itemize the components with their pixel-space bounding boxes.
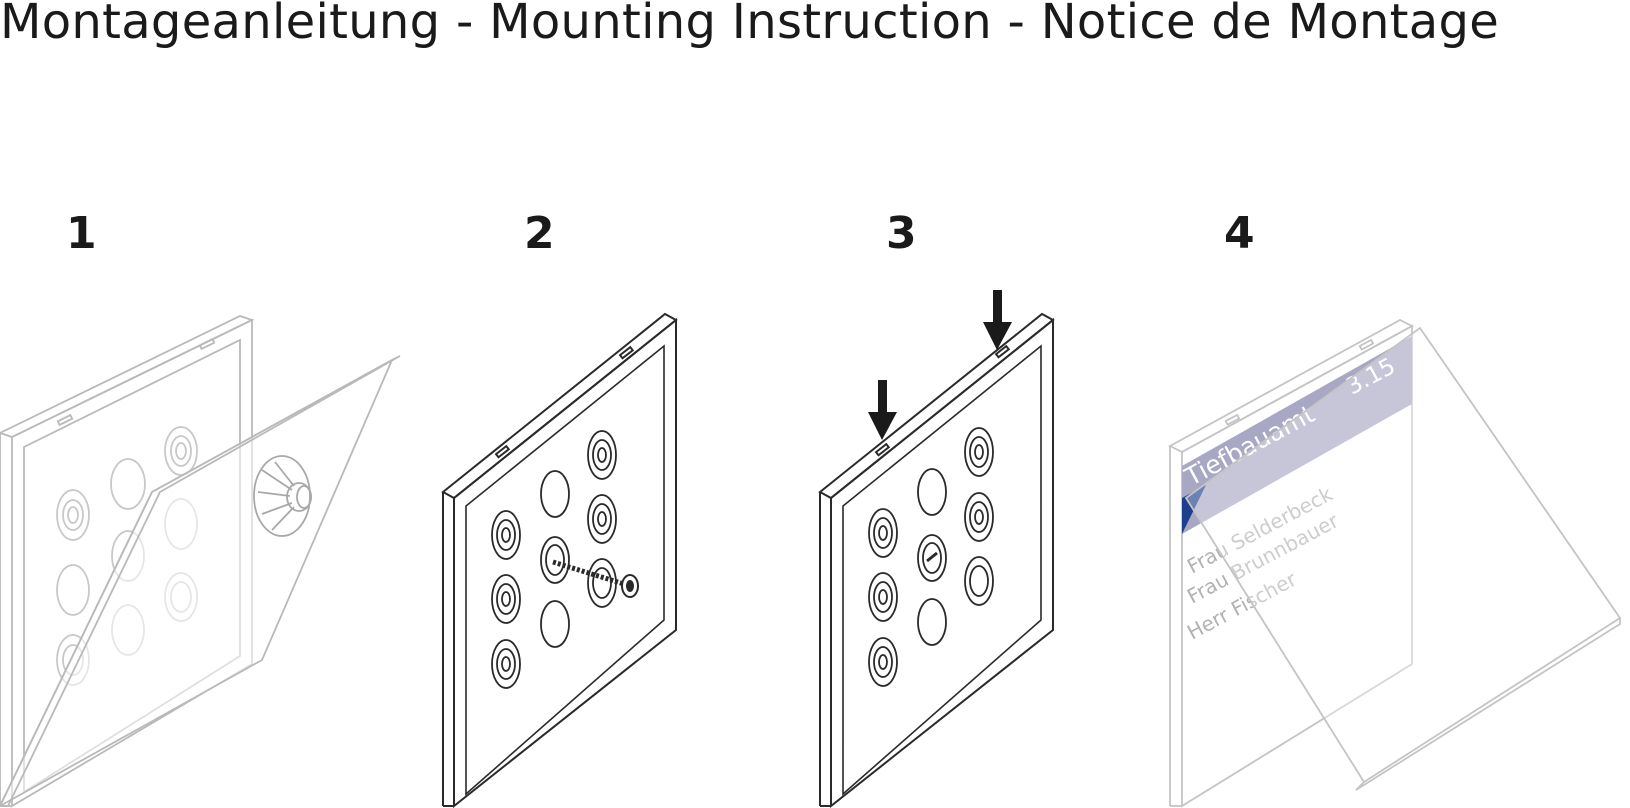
step-4-header-band <box>1182 336 1412 534</box>
step-3-frame-face <box>830 317 1054 808</box>
step-1-illustration <box>0 315 401 808</box>
step-2-frame <box>441 312 678 500</box>
step-1-suction-cup <box>253 455 312 537</box>
step-2-illustration <box>441 312 678 808</box>
step-2-screw <box>552 559 639 598</box>
step-1-glass-cover <box>0 357 394 808</box>
step-1-frame <box>0 315 255 438</box>
step-2-holes <box>491 430 617 689</box>
page-title: Montageanleitung - Mounting Instruction … <box>0 0 1500 50</box>
step-2-frame-face <box>453 317 677 808</box>
step-number-2: 2 <box>524 208 555 259</box>
step-number-4: 4 <box>1224 208 1255 259</box>
step-4-glass-cover <box>1184 326 1622 784</box>
step-3-arrow-right <box>983 290 1012 350</box>
step-3-arrow-left <box>868 380 897 440</box>
step-4-frame-face <box>1181 324 1413 808</box>
step-3-screw-head <box>926 551 938 563</box>
step-3-illustration <box>818 290 1055 808</box>
step-4-illustration: Tiefbauamt 3.15 Frau Selderbeck Frau Bru… <box>1168 318 1622 808</box>
step-3-holes <box>868 427 994 687</box>
step-number-1: 1 <box>66 208 97 259</box>
step-number-3: 3 <box>886 208 917 259</box>
